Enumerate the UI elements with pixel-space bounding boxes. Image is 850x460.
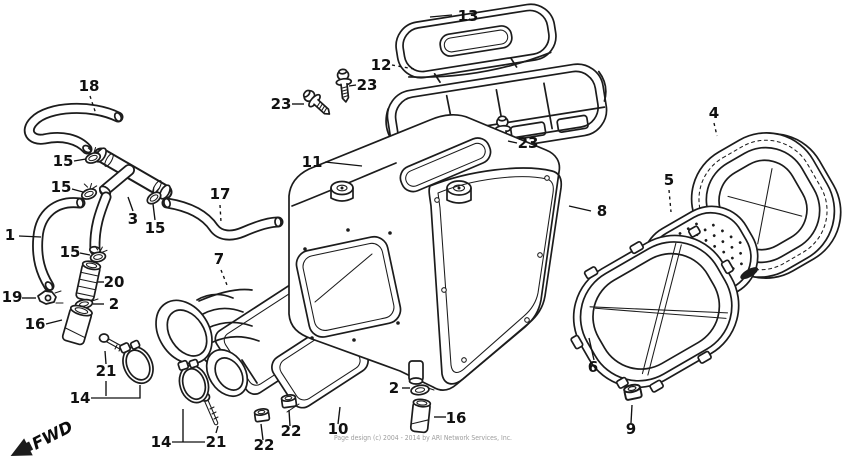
- fwd-arrow: FWD: [10, 417, 76, 456]
- callout-15: 15: [145, 203, 166, 237]
- callout-8: 8: [568, 202, 607, 220]
- part-20-joint: [75, 260, 102, 302]
- part-16-drain-tube: [409, 398, 432, 434]
- part-number-label: 9: [626, 420, 636, 438]
- callout-22: 22: [281, 409, 302, 440]
- part-9-nut: [622, 382, 644, 402]
- callout-15: 15: [53, 152, 87, 170]
- callout-23: 23: [348, 76, 378, 94]
- part-number-label: 5: [664, 171, 674, 189]
- part-number-label: 18: [79, 77, 100, 95]
- callout-18: 18: [79, 77, 100, 115]
- callout-6: 6: [588, 337, 598, 376]
- part-number-label: 23: [271, 95, 292, 113]
- callout-14: 14: [70, 385, 141, 407]
- callout-9: 9: [626, 404, 636, 438]
- part-3-branch-tube: [88, 191, 112, 256]
- callout-5: 5: [664, 171, 674, 213]
- callout-21: 21: [96, 350, 117, 396]
- callout-1: 1: [5, 226, 42, 244]
- callout-2: 2: [93, 295, 119, 313]
- callout-13: 13: [429, 7, 479, 25]
- part-6-seal-frame: [570, 225, 740, 393]
- part-number-label: 2: [109, 295, 119, 313]
- part-18-breather-hose: [23, 102, 124, 155]
- part-number-label: 16: [25, 315, 46, 333]
- part-number-label: 10: [328, 420, 349, 438]
- part-3-three-way-joint: [93, 147, 173, 200]
- part-number-label: 14: [70, 389, 91, 407]
- callout-7: 7: [214, 250, 228, 286]
- callout-15: 15: [51, 178, 84, 196]
- callout-4: 4: [709, 104, 719, 137]
- callout-14: 14: [151, 409, 205, 451]
- callout-23: 23: [507, 134, 539, 152]
- part-number-label: 20: [104, 273, 125, 291]
- fwd-label: FWD: [29, 417, 76, 454]
- callout-16: 16: [434, 409, 466, 427]
- part-13-cover: [395, 3, 557, 83]
- part-number-label: 6: [588, 358, 598, 376]
- callout-12: 12: [371, 56, 415, 74]
- part-number-label: 21: [96, 362, 117, 380]
- callout-20: 20: [98, 273, 124, 291]
- callout-10: 10: [328, 406, 349, 438]
- part-number-label: 22: [281, 422, 302, 440]
- part-number-label: 12: [371, 56, 392, 74]
- callout-16: 16: [25, 315, 63, 333]
- part-16-tube-left: [61, 304, 93, 346]
- part-number-label: 15: [53, 152, 74, 170]
- part-number-label: 15: [51, 178, 72, 196]
- part-number-label: 15: [60, 243, 81, 261]
- part-17-vent-hose: [161, 197, 284, 241]
- callout-23: 23: [271, 95, 304, 113]
- part-number-label: 13: [458, 7, 479, 25]
- part-number-label: 17: [210, 185, 231, 203]
- part-8-side-cover-seal: [428, 167, 563, 385]
- watermark: Page design (c) 2004 - 2014 by ARI Netwo…: [334, 434, 512, 442]
- part-number-label: 7: [214, 250, 224, 268]
- part-number-label: 22: [254, 436, 275, 454]
- callout-15: 15: [60, 243, 91, 261]
- part-number-label: 15: [145, 219, 166, 237]
- callout-22: 22: [254, 423, 275, 454]
- part-number-label: 4: [709, 104, 719, 122]
- part-number-label: 2: [389, 379, 399, 397]
- part-number-label: 3: [128, 210, 138, 228]
- callout-17: 17: [210, 185, 231, 223]
- part-19-clip: [37, 290, 64, 305]
- part-number-label: 23: [518, 134, 539, 152]
- part-number-label: 8: [597, 202, 607, 220]
- part-number-label: 14: [151, 433, 172, 451]
- callout-11: 11: [302, 153, 363, 171]
- part-2-grommet: [410, 384, 435, 396]
- callout-21: 21: [206, 425, 227, 451]
- part-number-label: 21: [206, 433, 227, 451]
- part-number-label: 23: [357, 76, 378, 94]
- fwd-arrow-tail: [24, 441, 34, 452]
- line-art: [23, 3, 842, 434]
- part-number-label: 16: [446, 409, 467, 427]
- part-22-nut: [253, 393, 298, 423]
- fwd-arrow-icon: [10, 438, 33, 456]
- callout-19: 19: [2, 288, 36, 306]
- callout-2: 2: [389, 379, 410, 397]
- callout-3: 3: [127, 196, 138, 228]
- part-number-label: 1: [5, 226, 15, 244]
- part-number-label: 11: [302, 153, 323, 171]
- part-number-label: 19: [2, 288, 23, 306]
